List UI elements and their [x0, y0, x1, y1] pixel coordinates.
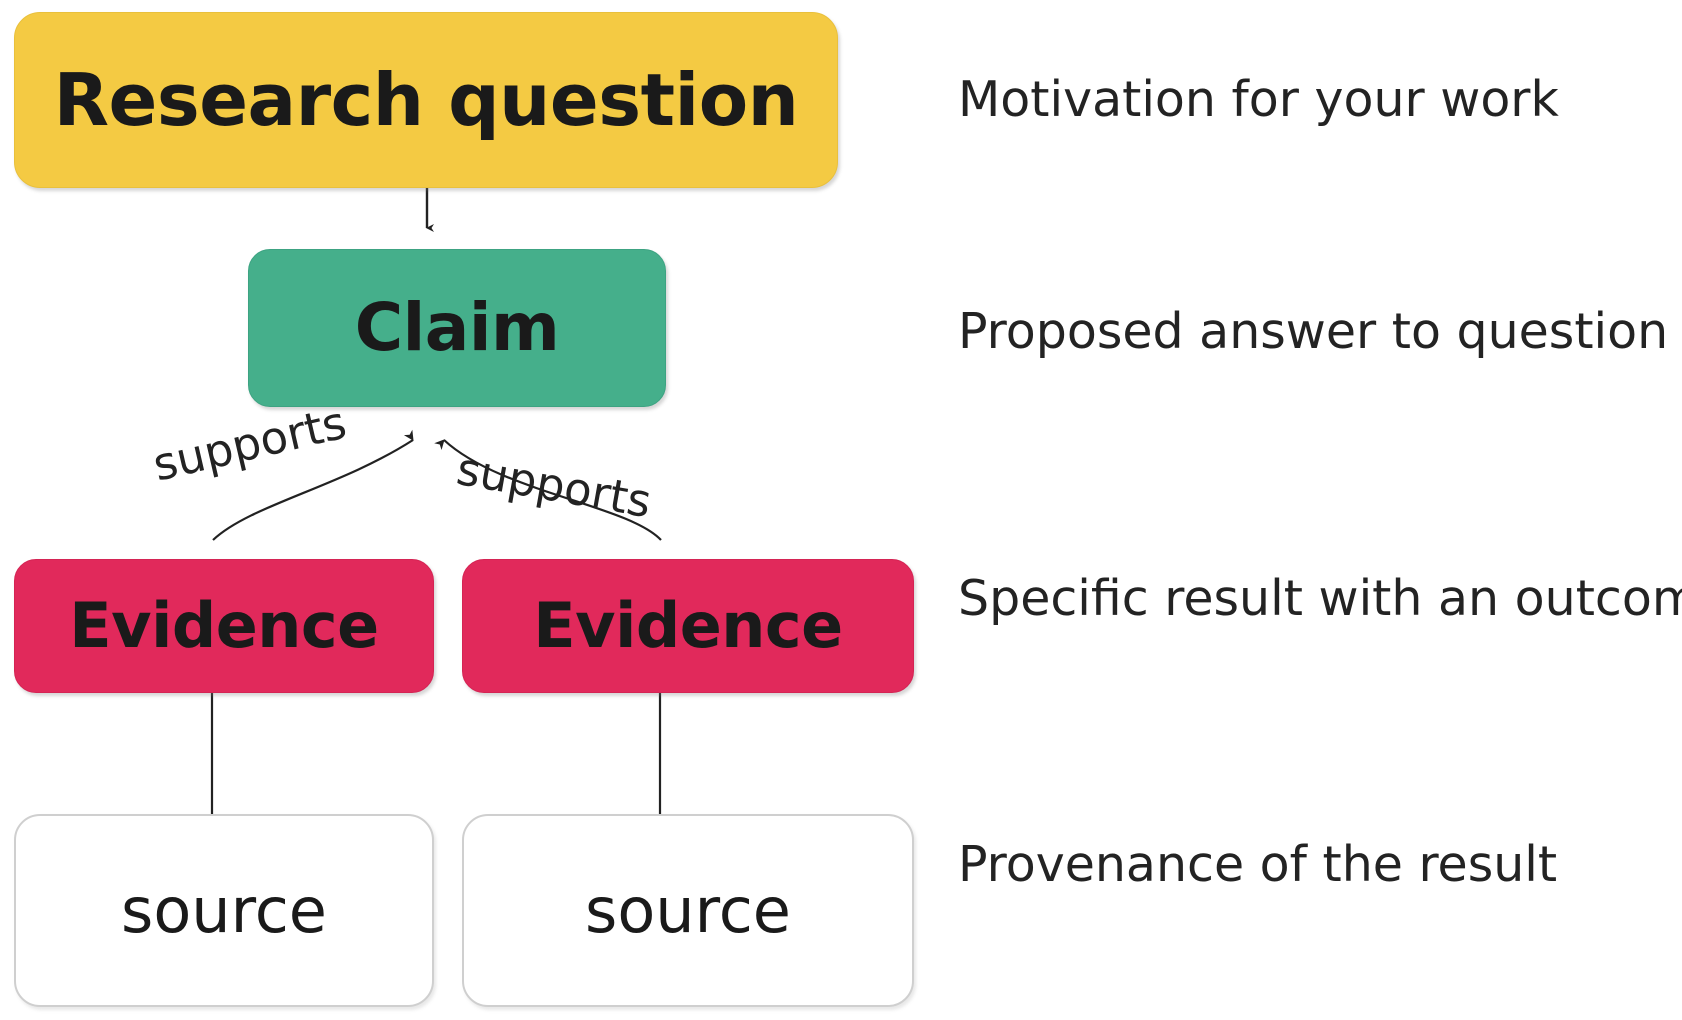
annotation-research-question: Motivation for your work — [958, 71, 1559, 128]
edge-label-supports-right: supports — [452, 442, 656, 529]
node-source-left[interactable]: source — [14, 814, 434, 1007]
node-research-question[interactable]: Research question — [14, 12, 838, 188]
node-claim[interactable]: Claim — [248, 249, 666, 407]
annotation-source: Provenance of the result — [958, 836, 1558, 893]
annotation-claim: Proposed answer to question — [958, 303, 1669, 360]
annotation-evidence: Specific result with an outcome — [958, 570, 1682, 627]
node-source-right[interactable]: source — [462, 814, 914, 1007]
node-evidence-left[interactable]: Evidence — [14, 559, 434, 693]
node-evidence-right[interactable]: Evidence — [462, 559, 914, 693]
edge-label-supports-left: supports — [148, 395, 352, 492]
